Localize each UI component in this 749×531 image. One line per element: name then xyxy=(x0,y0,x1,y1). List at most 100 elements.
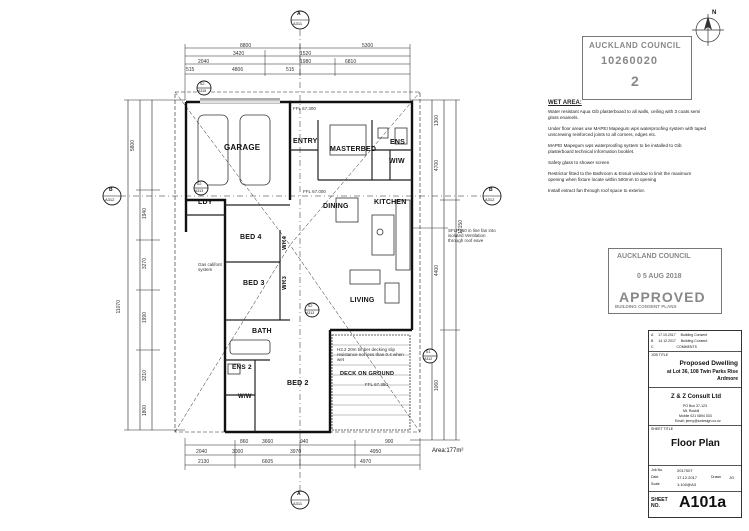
drawn-by: JG xyxy=(729,475,735,480)
wet-area-note: Under floor areas use MAPEI Mapegum wps … xyxy=(548,126,707,137)
room-bed3: BED 3 xyxy=(243,280,265,287)
dim-left-sub-1: 1940 xyxy=(142,208,148,220)
dim-left-overall: 11070 xyxy=(116,300,122,314)
room-wr4: WR4 xyxy=(282,236,288,250)
elevation-marker-right: 01 xyxy=(426,349,431,354)
dim-right-overall: 12150 xyxy=(458,220,464,234)
room-dining: DINING xyxy=(323,203,349,210)
section-marker-bottom: A xyxy=(297,491,301,497)
dim-bottom-sub-3: 900 xyxy=(385,439,394,445)
dim-bottom-row2-3: 4950 xyxy=(370,449,382,455)
wet-area-note: Water resistant Aqua Gib plasterboard to… xyxy=(548,109,701,120)
elevation-marker-living-sheet: A313 xyxy=(306,311,315,315)
approved-stamp-sub: BUILDING CONSENT PLANS xyxy=(615,304,677,309)
elevation-marker-garage-sheet: A313 xyxy=(195,189,204,193)
dim-right-sub-0: 1300 xyxy=(434,115,440,127)
north-label: N xyxy=(712,10,717,16)
ffl-deck: FFL 67.350 xyxy=(365,382,388,387)
dim-right-sub-1: 4700 xyxy=(434,160,440,172)
room-garage: GARAGE xyxy=(224,143,261,152)
wet-area-note: Safety glass to shower screen xyxy=(548,160,610,165)
reference-stamp-digit: 2 xyxy=(631,73,639,89)
room-bed2: BED 2 xyxy=(287,380,309,387)
room-ens: ENS xyxy=(390,139,405,146)
job-title-label: JOB TITLE xyxy=(651,353,669,357)
room-deck: DECK ON GROUND xyxy=(340,371,395,377)
tb-divider xyxy=(649,491,741,492)
sheet-title-label: SHEET TITLE xyxy=(651,427,674,431)
approved-stamp-date: 0 5 AUG 2018 xyxy=(637,273,682,280)
approved-stamp-title: APPROVED xyxy=(619,289,706,305)
elevation-marker-right-sheet: A312 xyxy=(424,357,433,361)
room-kitchen: KITCHEN xyxy=(374,199,407,206)
reference-stamp-title: AUCKLAND COUNCIL xyxy=(589,41,681,50)
project-address: at Lot 36, 108 Twin Parks Rise xyxy=(666,369,738,375)
room-ww: W/W xyxy=(238,394,252,400)
room-living: LIVING xyxy=(350,297,375,304)
job-no-label: Job No. xyxy=(651,468,664,472)
room-wr3: WR3 xyxy=(282,276,288,290)
elevation-marker-garage: 02 xyxy=(197,181,202,186)
dim-right-sub-2: 4400 xyxy=(434,265,440,277)
title-block: A 17.10.2017 Building Consent B 14.12.20… xyxy=(648,330,742,518)
dim-right-sub-3: 1060 xyxy=(434,380,440,392)
wet-area-note: Install extract fan through roof space t… xyxy=(548,188,646,193)
dim-top-sub-1: 4806 xyxy=(232,67,244,73)
dim-bottom-row2-1: 3000 xyxy=(232,449,244,455)
ffl-entry: FFL 67.300 xyxy=(293,106,316,111)
dim-top-small-1: 515 xyxy=(286,67,295,73)
dim-bottom-row2-2: 3970 xyxy=(290,449,302,455)
section-marker-right: B xyxy=(489,187,493,193)
elevation-marker-living: 02 xyxy=(308,303,313,308)
sheet-title: Floor Plan xyxy=(671,438,720,449)
reference-stamp-number: 10260020 xyxy=(601,55,658,67)
room-ens2: ENS 2 xyxy=(232,364,252,371)
revision-row: A 17.10.2017 Building Consent xyxy=(651,333,708,337)
drawing-scale: 1:100@A3 xyxy=(677,482,696,487)
dim-left-sub-4: 3210 xyxy=(142,370,148,382)
tb-divider xyxy=(649,465,741,466)
company-detail: PO Box 37-123 xyxy=(683,404,707,408)
dim-top-overall: 8800 xyxy=(240,43,252,49)
scale-label: Scale xyxy=(651,482,660,486)
gas-califont-note: Gas califont system xyxy=(198,262,222,272)
section-marker-left-sheet: A312 xyxy=(105,197,115,202)
wet-area-note: Restrictor fitted to the Bathroom & Ensu… xyxy=(548,171,692,182)
dim-top-sub-3: 6810 xyxy=(345,59,357,65)
dim-top-small-0: 515 xyxy=(186,67,195,73)
wet-area-note: MAPEI Mapegum wps waterproofing system t… xyxy=(548,143,682,154)
approved-stamp-council: AUCKLAND COUNCIL xyxy=(617,253,691,260)
tb-divider xyxy=(649,351,741,352)
room-masterbed: MASTERBED xyxy=(330,146,377,153)
section-marker-bottom-sheet: A311 xyxy=(293,501,303,506)
dim-bottom-overall-1: 6605 xyxy=(262,459,274,465)
dim-top-sub-0: 2040 xyxy=(198,59,210,65)
room-wiw: WIW xyxy=(389,158,405,165)
drawn-label: Drawn xyxy=(711,475,722,479)
dim-left-sub-2: 3270 xyxy=(142,258,148,270)
tb-divider xyxy=(649,387,741,388)
dim-bottom-sub-1: 3660 xyxy=(262,439,274,445)
section-marker-left: B xyxy=(109,187,113,193)
drawing-date: 17.12.2017 xyxy=(677,475,698,480)
dim-top-small-2: 1520 xyxy=(300,51,312,57)
section-marker-top: A xyxy=(297,11,301,17)
dim-bottom-overall-0: 2130 xyxy=(198,459,210,465)
revision-row: B 14.12.2017 Building Consent xyxy=(651,339,708,343)
room-ldy: LDY xyxy=(198,199,213,206)
company-name: Z & Z Consult Ltd xyxy=(671,394,721,400)
job-no: 2017007 xyxy=(677,468,693,473)
dim-bottom-sub-2: 940 xyxy=(300,439,309,445)
wet-area-heading: WET AREA: xyxy=(548,100,582,106)
section-marker-top-sheet: A311 xyxy=(293,21,303,26)
area-label: Area:177m² xyxy=(432,448,464,454)
room-entry: ENTRY xyxy=(293,138,318,145)
dim-bottom-row2-0: 2040 xyxy=(196,449,208,455)
company-detail: Mobile 021 0894 033 xyxy=(679,414,712,418)
company-detail: Mt. Roskill xyxy=(683,409,700,413)
ffl-dining: FFL 67.000 xyxy=(303,189,326,194)
deck-note: H3.2 20m timber decking slip resistance … xyxy=(337,347,404,362)
revision-row: C COMMENTS xyxy=(651,345,697,349)
sheet-number: A101a xyxy=(679,494,727,511)
